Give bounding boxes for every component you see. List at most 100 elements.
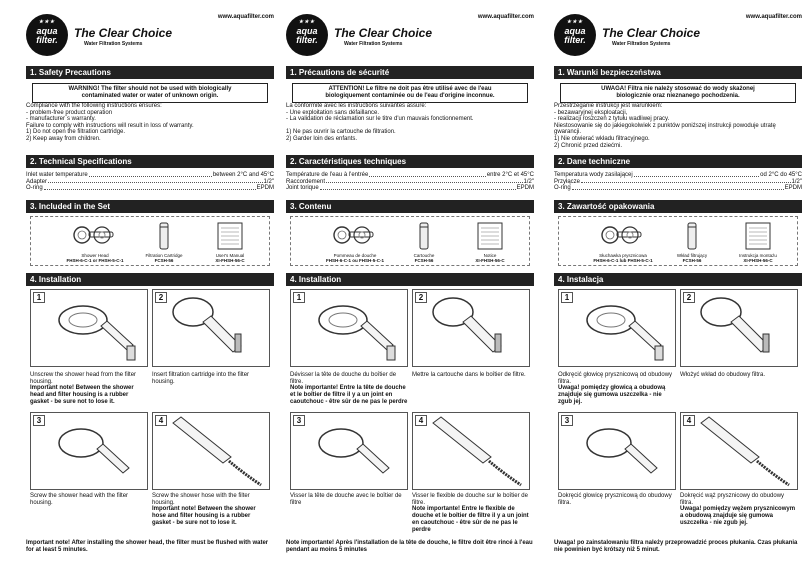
step-4-figure: 4 bbox=[680, 412, 798, 490]
step-number: 2 bbox=[415, 292, 427, 303]
website-url: www.aquafilter.com bbox=[477, 14, 534, 20]
step-4-figure: 4 bbox=[412, 412, 530, 490]
install-heading: 4. Instalacja bbox=[554, 273, 802, 286]
install-heading: 4. Installation bbox=[286, 273, 534, 286]
step-number: 2 bbox=[155, 292, 167, 303]
step-2-figure: 2 bbox=[152, 289, 270, 367]
screw-hose-illustration bbox=[172, 416, 262, 487]
text-line: 2) Garder loin des enfants. bbox=[286, 135, 358, 142]
set-heading: 3. Contenu bbox=[286, 200, 534, 213]
step-number: 1 bbox=[33, 292, 45, 303]
step-1-figure: 1 bbox=[30, 289, 148, 367]
step-number: 3 bbox=[293, 415, 305, 426]
step-4-caption: Dokręcić wąż prysznicowy do obudowy filt… bbox=[680, 493, 796, 526]
step-number: 1 bbox=[293, 292, 305, 303]
text-line: 2) Keep away from children. bbox=[26, 135, 101, 142]
shower-head-icon bbox=[601, 226, 642, 244]
safety-text: La conformité avec les instructions suiv… bbox=[286, 103, 534, 143]
column-french: ★★★ aqua filter. The Clear Choice Water … bbox=[286, 0, 534, 568]
step-number: 4 bbox=[415, 415, 427, 426]
step-1-caption: Odkręcić głowicę prysznicową od obudowy … bbox=[558, 372, 673, 405]
install-heading: 4. Installation bbox=[26, 273, 274, 286]
step-1-figure: 1 bbox=[558, 289, 676, 367]
unscrew-head-illustration bbox=[318, 305, 396, 361]
text-line: La conformité avec les instructions suiv… bbox=[286, 103, 427, 109]
brand-subtitle: Water Filtration Systems bbox=[84, 41, 143, 47]
flush-note: Important note! After installing the sho… bbox=[26, 540, 269, 553]
step-number: 1 bbox=[561, 292, 573, 303]
text-line: - problem-free product operation bbox=[26, 109, 113, 116]
text-line: - manufacturer`s warranty. bbox=[26, 116, 96, 123]
safety-text: Compliance with the following instructio… bbox=[26, 103, 274, 143]
spec-heading: 2. Dane techniczne bbox=[554, 155, 802, 168]
column-polish: ★★★ aqua filter. The Clear Choice Water … bbox=[554, 0, 802, 568]
text-line: 1) Do not open the filtration cartridge. bbox=[26, 129, 126, 136]
text-line: Przestrzeganie instrukcji jest warunkiem… bbox=[554, 103, 663, 109]
cartridge-icon bbox=[419, 222, 429, 250]
step-2-figure: 2 bbox=[680, 289, 798, 367]
aquafilter-logo: ★★★ aqua filter. bbox=[26, 14, 68, 56]
step-4-caption: Screw the shower hose with the filter ho… bbox=[152, 493, 256, 526]
screw-hose-illustration bbox=[700, 416, 790, 487]
warning-box: ATTENTION! Le filtre ne doit pas être ut… bbox=[292, 83, 528, 103]
text-line: - Une exploitation sans défaillance. bbox=[286, 109, 380, 116]
step-3-figure: 3 bbox=[290, 412, 408, 490]
column-english: ★★★ aqua filter. The Clear Choice Water … bbox=[26, 0, 274, 568]
warning-box: WARNING! The filter should not be used w… bbox=[32, 83, 268, 103]
text-line: 2) Chronić przed dziećmi. bbox=[554, 142, 623, 149]
aquafilter-logo: ★★★ aqua filter. bbox=[286, 14, 328, 56]
screw-head-illustration bbox=[318, 428, 390, 474]
step-1-figure: 1 bbox=[290, 289, 408, 367]
text-line bbox=[286, 123, 534, 130]
safety-heading: 1. Safety Precautions bbox=[26, 66, 274, 79]
step-4-figure: 4 bbox=[152, 412, 270, 490]
manual-icon bbox=[745, 222, 771, 250]
text-line: - bezawaryjnej eksploatacji, bbox=[554, 109, 628, 116]
step-number: 4 bbox=[155, 415, 167, 426]
safety-heading: 1. Précautions de sécurité bbox=[286, 66, 534, 79]
step-3-figure: 3 bbox=[558, 412, 676, 490]
insert-cartridge-illustration bbox=[700, 297, 770, 353]
unscrew-head-illustration bbox=[586, 305, 664, 361]
flush-note: Uwaga! po zainstalowaniu filtra należy p… bbox=[554, 540, 798, 553]
flush-note: Note importante! Après l'installation de… bbox=[286, 540, 533, 553]
brand-title: The Clear Choice bbox=[602, 26, 701, 40]
step-4-caption: Visser le flexible de douche sur le boît… bbox=[412, 493, 529, 533]
brand-title: The Clear Choice bbox=[74, 26, 173, 40]
spec-heading: 2. Caractéristiques techniques bbox=[286, 155, 534, 168]
shower-head-icon bbox=[73, 226, 114, 244]
screw-head-illustration bbox=[58, 428, 130, 474]
step-1-caption: Dévisser la tête de douche du boîtier de… bbox=[290, 372, 408, 405]
step-1-caption: Unscrew the shower head from the filter … bbox=[30, 372, 137, 405]
step-2-caption: Włożyć wkład do obudowy filtra. bbox=[680, 372, 766, 378]
brand-subtitle: Water Filtration Systems bbox=[344, 41, 403, 47]
step-2-figure: 2 bbox=[412, 289, 530, 367]
safety-text: Przestrzeganie instrukcji jest warunkiem… bbox=[554, 103, 802, 149]
unscrew-head-illustration bbox=[58, 305, 136, 361]
step-number: 3 bbox=[561, 415, 573, 426]
shower-head-icon bbox=[333, 226, 374, 244]
text-line: - realizacji roszczeń z tytułu wadliwej … bbox=[554, 116, 670, 123]
insert-cartridge-illustration bbox=[432, 297, 502, 353]
step-3-figure: 3 bbox=[30, 412, 148, 490]
warning-box: UWAGA! Filtra nie należy stosować do wod… bbox=[560, 83, 796, 103]
set-heading: 3. Zawartość opakowania bbox=[554, 200, 802, 213]
screw-head-illustration bbox=[586, 428, 658, 474]
